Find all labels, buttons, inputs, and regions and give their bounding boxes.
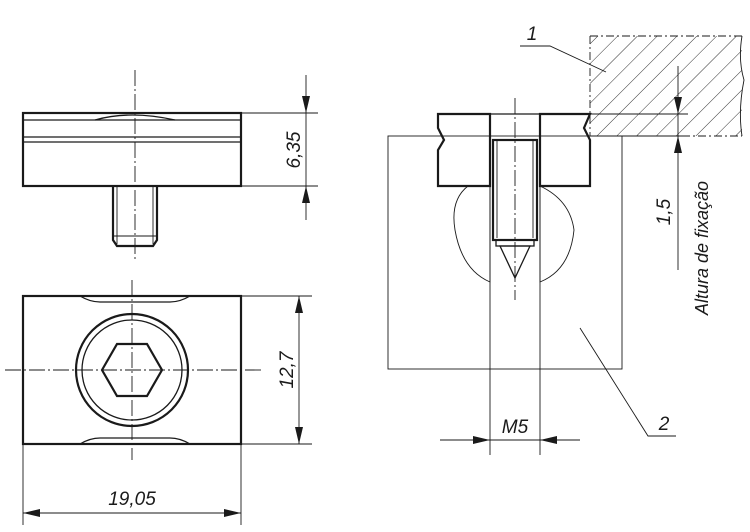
mounted-part-hatch bbox=[590, 36, 742, 136]
callout-leader-2 bbox=[579, 327, 676, 437]
dim-mount-height: 1,5 bbox=[654, 198, 675, 225]
nut-body-side bbox=[21, 111, 243, 188]
nut-section-left bbox=[436, 112, 492, 188]
spring-arc bbox=[94, 114, 176, 121]
dim-length-bottom: 19,05 bbox=[108, 489, 156, 510]
mount-height-label: Altura de fixação bbox=[692, 181, 712, 316]
top-view: 12,7 19,05 bbox=[5, 280, 312, 525]
spring-bottom bbox=[79, 437, 191, 445]
profile-lobe-left bbox=[453, 185, 491, 283]
profile-body bbox=[387, 135, 623, 370]
dim-thread: M5 bbox=[502, 417, 529, 438]
dim-width-side: 12,7 bbox=[277, 350, 298, 388]
callout-2: 2 bbox=[658, 414, 670, 435]
spring-top bbox=[79, 295, 191, 303]
side-view: 6,35 bbox=[21, 70, 318, 260]
callout-leader-1 bbox=[520, 45, 607, 73]
nut-section-right bbox=[538, 112, 592, 188]
break-line bbox=[739, 35, 745, 137]
dim-height-top: 6,35 bbox=[284, 131, 305, 168]
profile-lobe-right bbox=[539, 185, 575, 283]
section-view: M5 1,5 Altura de fixação 1 2 bbox=[387, 24, 745, 455]
callout-1: 1 bbox=[527, 24, 538, 45]
